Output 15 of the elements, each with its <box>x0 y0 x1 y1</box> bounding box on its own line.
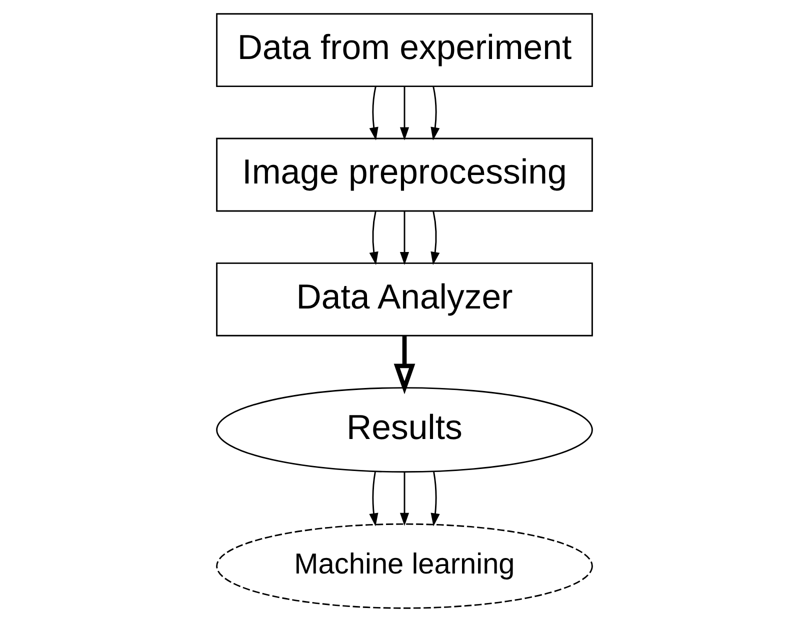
arrow <box>369 86 378 140</box>
node-ellipse: Machine learning <box>216 523 593 609</box>
arrow <box>430 211 440 265</box>
arrow <box>430 472 440 526</box>
arrow <box>400 86 410 140</box>
arrow <box>400 211 410 266</box>
node-ellipse: Results <box>216 387 593 473</box>
arrow <box>400 472 410 526</box>
arrow <box>369 211 378 265</box>
node-box: Data Analyzer <box>216 262 593 336</box>
node-box: Data from experiment <box>216 13 593 88</box>
arrow <box>394 336 416 394</box>
arrow <box>369 472 378 526</box>
node-box: Image preprocessing <box>216 138 593 212</box>
arrow <box>430 86 440 140</box>
